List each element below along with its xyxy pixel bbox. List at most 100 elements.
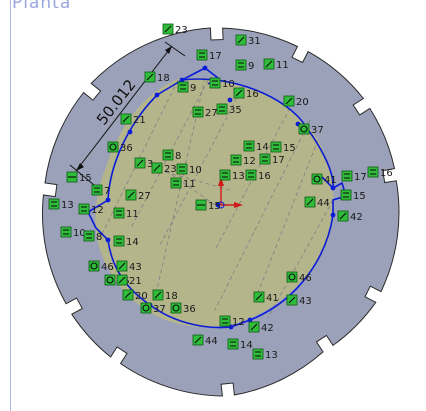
relation-icon[interactable]	[113, 235, 125, 247]
relation-marker[interactable]: 14	[113, 235, 139, 248]
relation-number: 17	[272, 155, 285, 166]
relation-marker[interactable]: 12	[219, 315, 245, 328]
relation-icon[interactable]	[219, 169, 231, 181]
relation-marker[interactable]: 18	[144, 71, 170, 84]
relation-marker[interactable]: 16	[245, 169, 271, 182]
relation-marker[interactable]: 41	[253, 291, 279, 304]
relation-icon[interactable]	[192, 106, 204, 118]
relation-marker[interactable]: 31	[235, 34, 261, 47]
relation-marker[interactable]: 3	[134, 157, 153, 170]
relation-marker[interactable]: 20	[122, 289, 148, 302]
relation-icon[interactable]	[209, 77, 221, 89]
relation-icon[interactable]	[48, 198, 60, 210]
relation-marker[interactable]: 15	[195, 199, 221, 212]
relation-marker[interactable]: 15	[340, 189, 366, 202]
relation-icon[interactable]	[78, 203, 90, 215]
relation-marker[interactable]: 16	[367, 166, 393, 179]
relation-icon[interactable]	[298, 123, 310, 135]
relation-marker[interactable]: 15	[66, 171, 92, 184]
relation-marker[interactable]: 8	[83, 230, 102, 243]
relation-marker[interactable]: 44	[304, 196, 330, 209]
relation-marker[interactable]: 44	[192, 334, 218, 347]
relation-icon[interactable]	[227, 338, 239, 350]
relation-marker[interactable]: 21	[116, 274, 142, 287]
relation-icon[interactable]	[245, 169, 257, 181]
relation-marker[interactable]: 10	[209, 77, 235, 90]
relation-marker[interactable]: 11	[170, 177, 196, 190]
relation-icon[interactable]	[162, 149, 174, 161]
relation-marker[interactable]: 23	[151, 162, 177, 175]
relation-marker[interactable]: 13	[252, 348, 278, 361]
relation-marker[interactable]: 12	[230, 154, 256, 167]
relation-marker[interactable]: 21	[120, 113, 146, 126]
relation-marker[interactable]: 18	[152, 289, 178, 302]
relation-marker[interactable]: 17	[196, 49, 222, 62]
relation-marker[interactable]: 36	[170, 302, 196, 315]
relation-marker[interactable]: 17	[341, 170, 367, 183]
relation-icon[interactable]	[243, 140, 255, 152]
relation-icon[interactable]	[216, 103, 228, 115]
relation-icon[interactable]	[196, 49, 208, 61]
relation-marker[interactable]: 17	[259, 153, 285, 166]
relation-icon[interactable]	[140, 302, 152, 314]
relation-marker[interactable]: 14	[243, 140, 269, 153]
relation-marker[interactable]: 41	[311, 173, 337, 186]
relation-marker[interactable]: 35	[216, 103, 242, 116]
relation-marker[interactable]: 12	[78, 203, 104, 216]
relation-icon[interactable]	[311, 173, 323, 185]
relation-icon[interactable]	[83, 230, 95, 242]
relation-marker[interactable]: 46	[286, 271, 312, 284]
relation-marker[interactable]: 27	[125, 189, 151, 202]
relation-marker[interactable]: 10	[60, 226, 86, 239]
relation-icon[interactable]	[341, 170, 353, 182]
relation-icon[interactable]	[252, 348, 264, 360]
relation-marker[interactable]: 23	[162, 23, 188, 36]
relation-marker[interactable]: 13	[48, 198, 74, 211]
relation-icon[interactable]	[270, 141, 282, 153]
relation-icon[interactable]	[88, 260, 100, 272]
relation-marker[interactable]: 37	[140, 302, 166, 315]
relation-marker[interactable]: 27	[192, 106, 218, 119]
relation-marker[interactable]: 36	[107, 141, 133, 154]
relation-marker[interactable]: 9	[235, 59, 254, 72]
relation-marker[interactable]: 7	[91, 184, 110, 197]
relation-icon[interactable]	[107, 141, 119, 153]
relation-marker[interactable]: 43	[116, 260, 142, 273]
relation-icon[interactable]	[219, 315, 231, 327]
relation-icon[interactable]	[286, 271, 298, 283]
relation-marker[interactable]: 11	[263, 58, 289, 71]
relation-icon[interactable]	[176, 163, 188, 175]
relation-icon[interactable]	[340, 189, 352, 201]
relation-marker[interactable]: 46	[88, 260, 114, 273]
relation-number: 11	[276, 60, 289, 71]
relation-icon[interactable]	[177, 81, 189, 93]
relation-glyph-icon	[153, 164, 161, 172]
relation-marker[interactable]: 13	[219, 169, 245, 182]
relation-marker[interactable]: 42	[337, 210, 363, 223]
relation-marker[interactable]: 43	[286, 294, 312, 307]
relation-icon[interactable]	[367, 166, 379, 178]
relation-marker[interactable]: 37	[298, 123, 324, 136]
relation-marker[interactable]: 14	[227, 338, 253, 351]
relation-icon[interactable]	[235, 59, 247, 71]
relation-icon[interactable]	[259, 153, 271, 165]
relation-marker[interactable]: 15	[270, 141, 296, 154]
relation-marker[interactable]: 9	[177, 81, 196, 94]
relation-icon[interactable]	[113, 207, 125, 219]
relation-marker[interactable]: 42	[248, 321, 274, 334]
relation-marker[interactable]: 20	[283, 95, 309, 108]
relation-icon[interactable]	[170, 302, 182, 314]
relation-icon[interactable]	[170, 177, 182, 189]
relation-icon[interactable]	[60, 226, 72, 238]
relation-marker[interactable]: 10	[176, 163, 202, 176]
relation-marker[interactable]: 11	[113, 207, 139, 220]
relation-icon[interactable]	[91, 184, 103, 196]
relation-icon[interactable]	[230, 154, 242, 166]
relation-marker[interactable]: 8	[162, 149, 181, 162]
relation-marker[interactable]: 16	[233, 87, 259, 100]
relation-number: 44	[317, 198, 330, 209]
relation-icon[interactable]	[104, 274, 116, 286]
